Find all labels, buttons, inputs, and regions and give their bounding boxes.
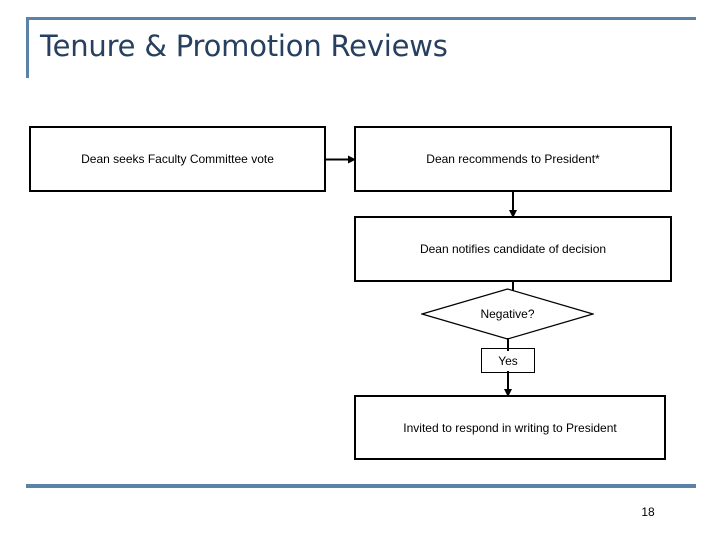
flow-node-negative-decision-label: Negative?	[480, 307, 535, 321]
title-left-rule	[26, 17, 29, 78]
connector-line-negative-to-yes	[498, 338, 518, 352]
arrow-down-icon	[509, 191, 517, 218]
arrow-down-icon	[512, 280, 514, 291]
arrow-right-icon	[326, 155, 356, 164]
flow-node-notifies[interactable]: Dean notifies candidate of decision	[354, 216, 672, 282]
title-top-rule	[26, 17, 696, 20]
page-title: Tenure & Promotion Reviews	[40, 29, 448, 63]
flow-node-invited-label: Invited to respond in writing to Preside…	[403, 420, 617, 435]
page-number: 18	[641, 505, 655, 519]
flow-node-committee-vote-label: Dean seeks Faculty Committee vote	[81, 152, 274, 166]
footer-rule	[26, 484, 696, 488]
connector-line-notifies-to-negative	[503, 280, 523, 292]
connector-arrow-down-yes-to-invited	[498, 371, 518, 399]
arrow-down-icon	[507, 338, 509, 351]
connector-arrow-right-committee-to-recommends	[324, 150, 358, 170]
flow-node-notifies-label: Dean notifies candidate of decision	[419, 242, 607, 256]
connector-arrow-down-recommends-to-notifies	[503, 190, 523, 220]
flow-node-recommends[interactable]: Dean recommends to President*	[354, 126, 672, 192]
flow-node-yes-label: Yes	[498, 353, 518, 368]
flow-node-invited[interactable]: Invited to respond in writing to Preside…	[354, 395, 666, 460]
flow-node-negative-decision[interactable]: Negative?	[421, 288, 594, 340]
flow-node-recommends-label: Dean recommends to President*	[426, 152, 600, 166]
flow-node-committee-vote[interactable]: Dean seeks Faculty Committee vote	[29, 126, 326, 192]
arrow-down-icon	[504, 371, 512, 397]
